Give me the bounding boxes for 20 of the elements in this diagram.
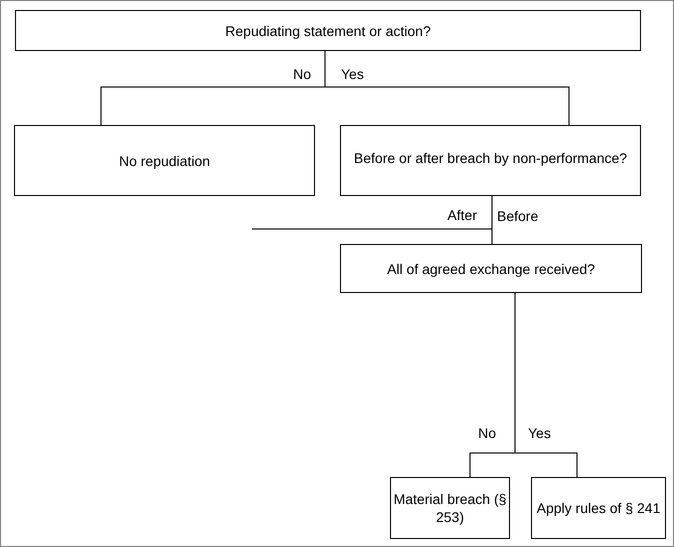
box-text: Apply rules of § 241 <box>536 499 660 517</box>
process-box <box>531 477 666 539</box>
box-text: Material breach (§ 253) <box>392 490 508 526</box>
box-text: Before or after breach by non-performance? <box>354 149 628 167</box>
process-box <box>14 125 315 196</box>
box-text: All of agreed exchange received? <box>387 260 595 278</box>
process-box <box>15 10 641 51</box>
edge-label: No <box>476 425 498 441</box>
box-text: No repudiation <box>118 152 210 170</box>
process-box <box>340 125 641 196</box>
edge-label: Yes <box>526 425 553 441</box>
connector-line <box>514 292 578 478</box>
edge-label: After <box>445 207 479 223</box>
box-text: Repudiating statement or action? <box>225 22 431 40</box>
edge-label: Before <box>495 208 540 224</box>
edge-label: Yes <box>339 66 366 82</box>
connector-line <box>324 50 570 126</box>
process-box <box>340 244 642 293</box>
edge-label: No <box>291 66 313 82</box>
process-box <box>390 477 510 539</box>
